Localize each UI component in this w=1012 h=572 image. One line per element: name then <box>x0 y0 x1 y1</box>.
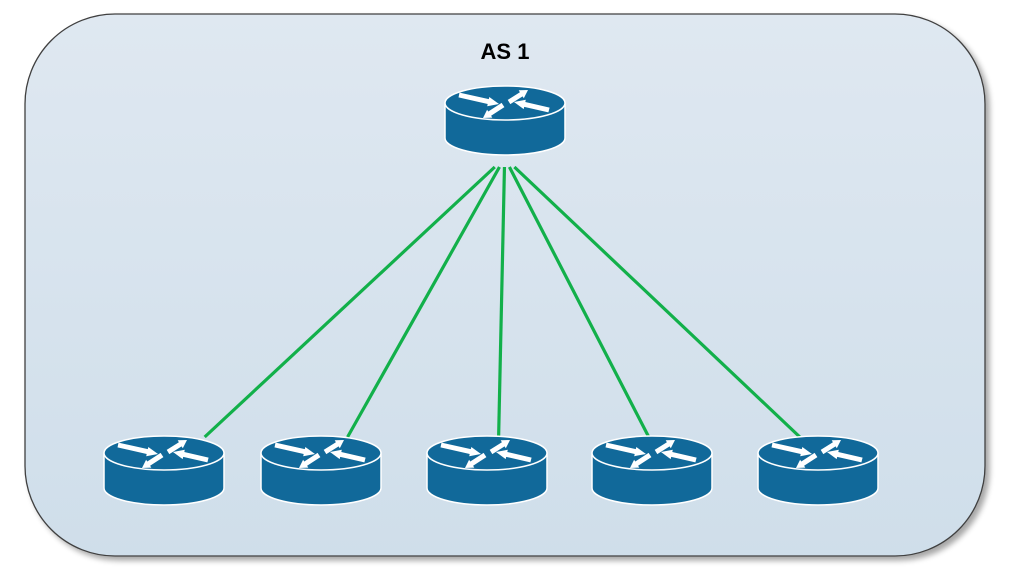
router-arrow-icon <box>489 440 510 455</box>
router-icon[interactable] <box>426 435 548 506</box>
router-arrow-icon <box>440 442 481 457</box>
link-r-top-r-bottom-3 <box>497 166 507 438</box>
router-arrow-icon <box>142 452 164 468</box>
router-arrow-icon <box>465 452 487 468</box>
links-layer <box>203 165 801 439</box>
router-top <box>103 435 225 471</box>
router-arrow-icon <box>827 449 863 463</box>
router-arrow-icon <box>274 442 315 457</box>
router-arrow-icon <box>514 99 550 113</box>
router-top <box>426 435 548 471</box>
as-container <box>24 13 986 557</box>
router-arrow-icon <box>166 440 187 455</box>
router-arrow-icon <box>630 452 652 468</box>
router-arrow-icon <box>117 442 158 457</box>
router-arrow-icon <box>173 449 209 463</box>
router-arrow-icon <box>323 440 344 455</box>
router-arrow-icon <box>771 442 812 457</box>
router-icon[interactable] <box>444 85 566 156</box>
router-top <box>260 435 382 471</box>
router-icon[interactable] <box>260 435 382 506</box>
router-arrow-icon <box>654 440 675 455</box>
router-arrow-icon <box>299 452 321 468</box>
router-top <box>444 85 566 121</box>
routers-layer <box>103 85 879 506</box>
link-r-top-r-bottom-4 <box>507 166 651 438</box>
router-arrow-icon <box>330 449 366 463</box>
link-r-top-r-bottom-2 <box>346 166 501 438</box>
router-arrow-icon <box>507 90 528 105</box>
as-label: AS 1 <box>481 39 530 64</box>
router-arrow-icon <box>820 440 841 455</box>
router-arrow-icon <box>605 442 646 457</box>
router-icon[interactable] <box>757 435 879 506</box>
router-arrow-icon <box>483 102 505 118</box>
router-top <box>591 435 713 471</box>
link-r-top-r-bottom-5 <box>513 165 801 439</box>
router-icon[interactable] <box>591 435 713 506</box>
router-arrow-icon <box>661 449 697 463</box>
router-top <box>757 435 879 471</box>
router-icon[interactable] <box>103 435 225 506</box>
router-arrow-icon <box>796 452 818 468</box>
link-r-top-r-bottom-1 <box>203 165 496 439</box>
router-arrow-icon <box>458 92 499 107</box>
router-arrow-icon <box>496 449 532 463</box>
